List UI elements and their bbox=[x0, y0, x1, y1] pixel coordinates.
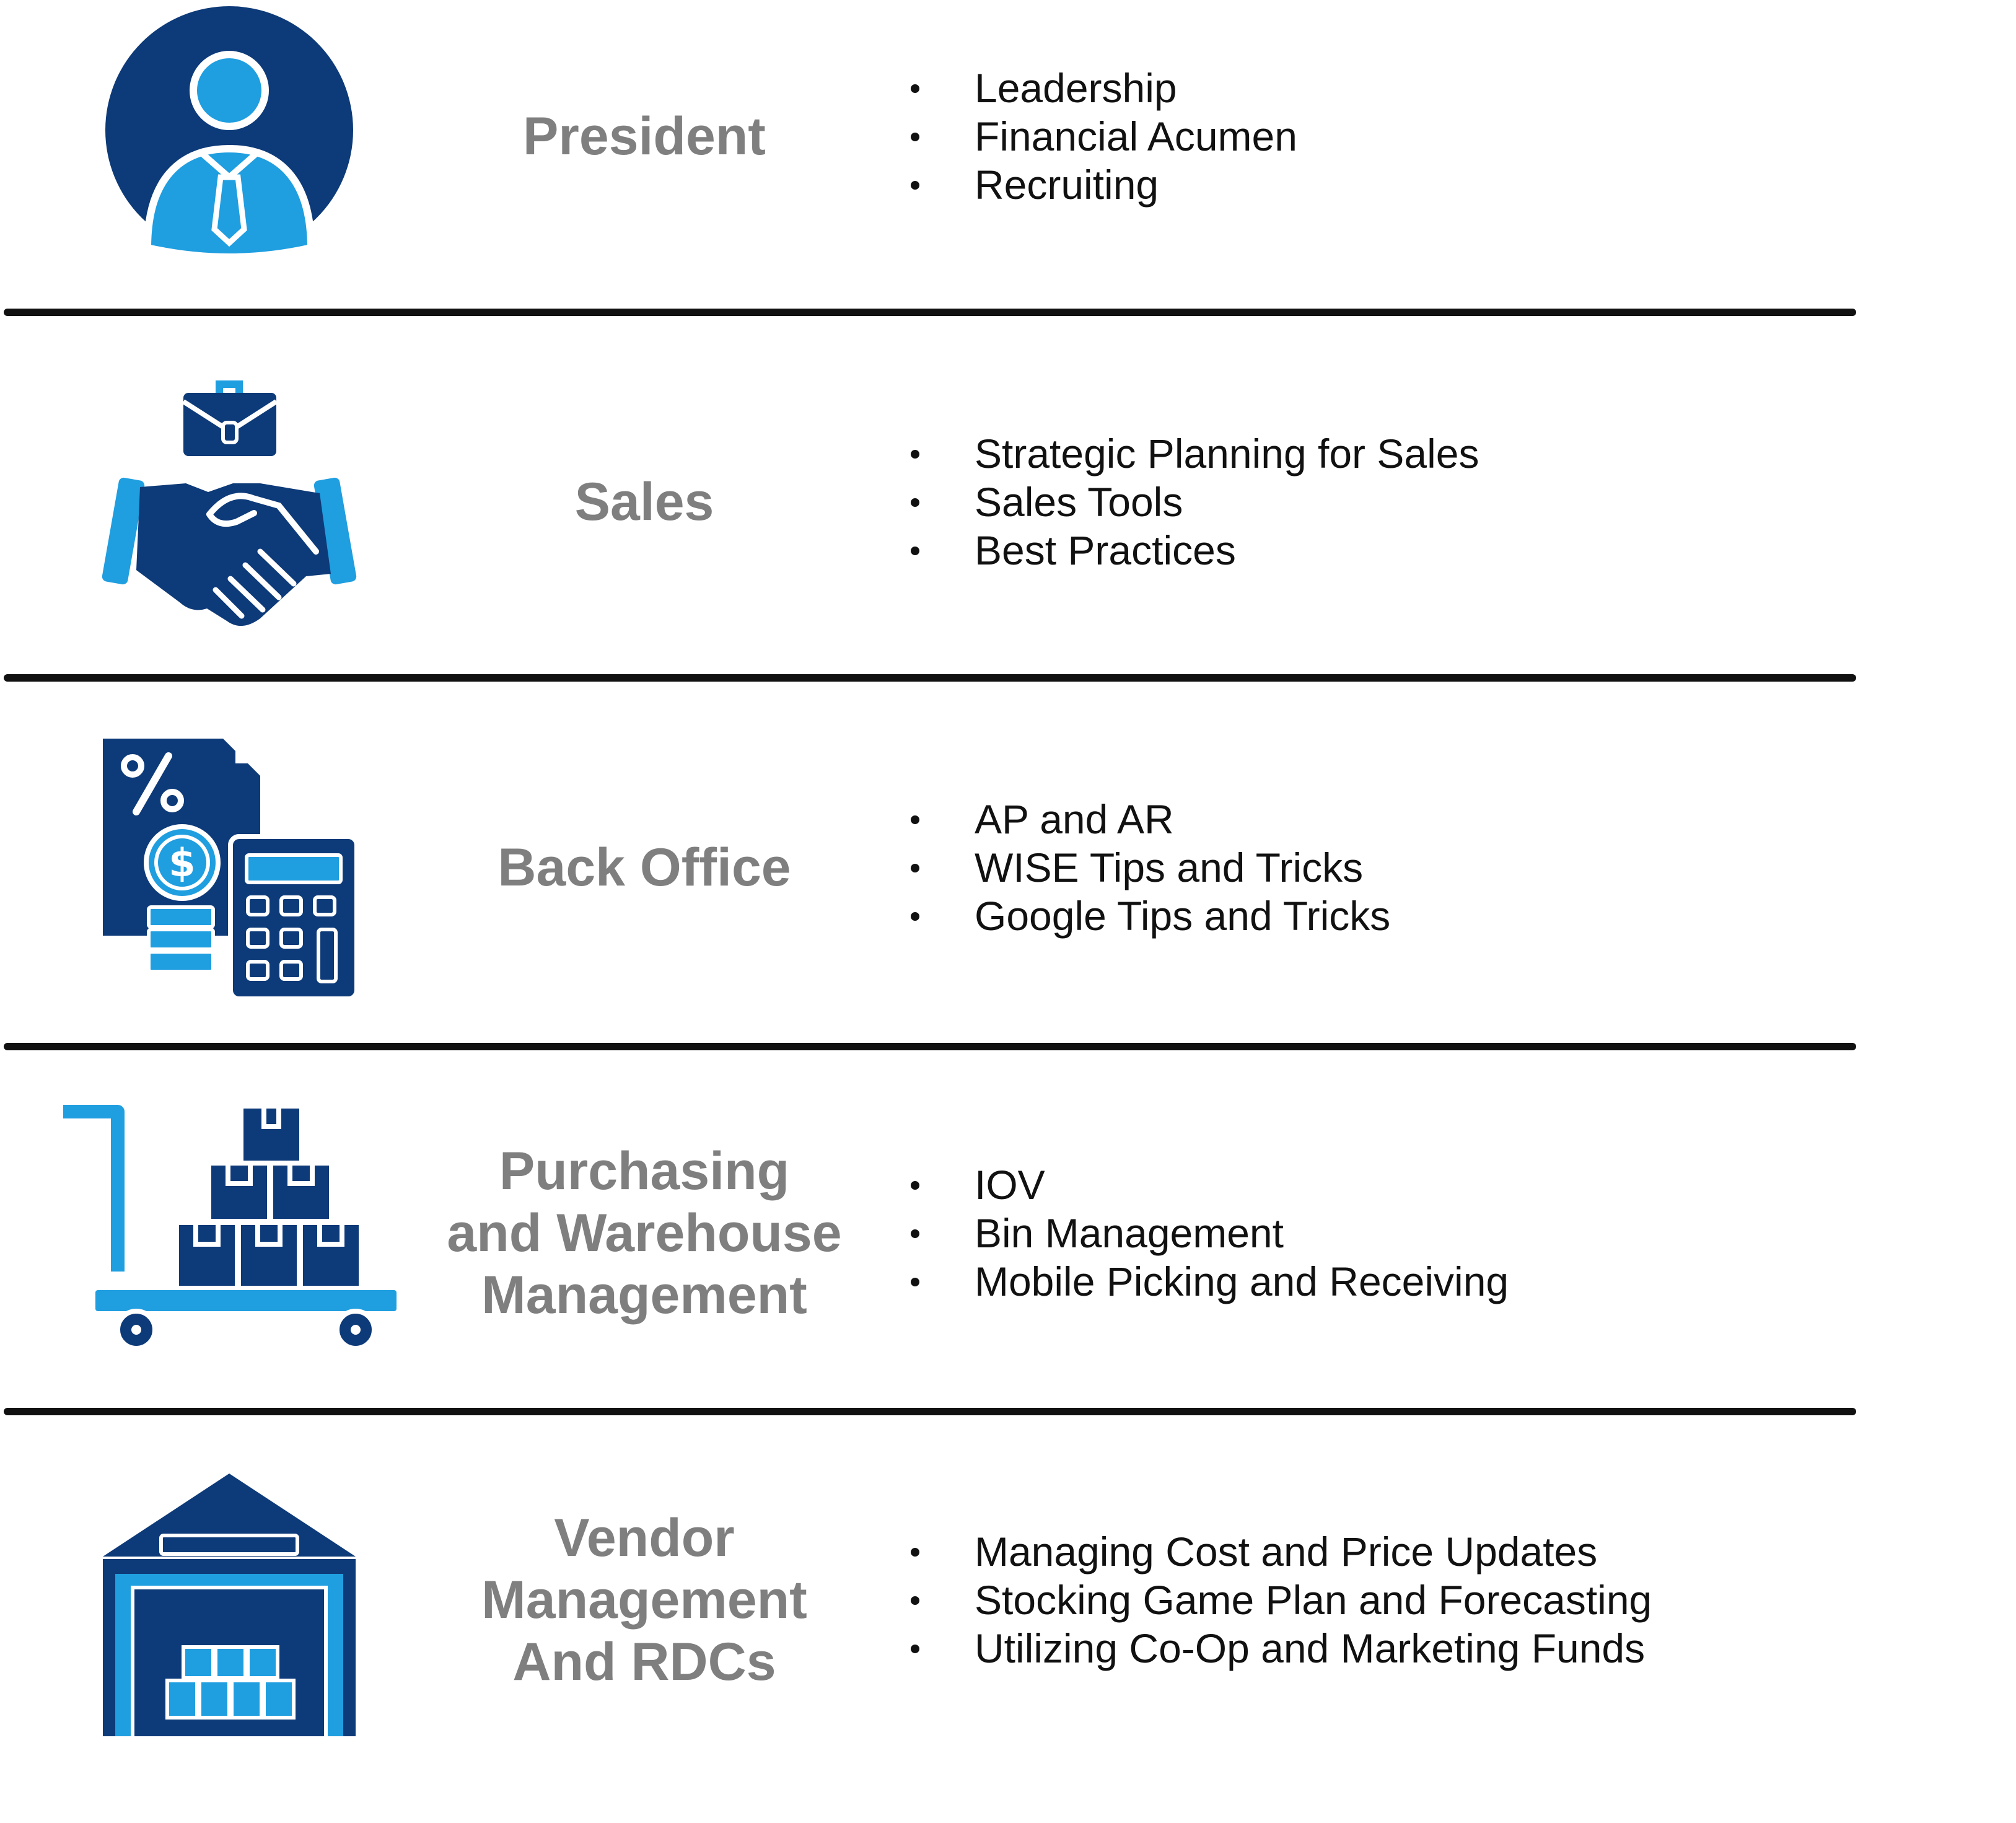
handshake-briefcase-icon bbox=[56, 366, 403, 638]
role-row-purchasing-warehouse: Purchasing and Warehouse Management IOV … bbox=[0, 1097, 2016, 1456]
topic-item: Stocking Game Plan and Forecasting bbox=[895, 1576, 1825, 1624]
topic-item: Sales Tools bbox=[895, 478, 1825, 526]
warehouse-icon bbox=[56, 1464, 403, 1736]
topic-item: AP and AR bbox=[895, 795, 1825, 843]
topic-item: Bin Management bbox=[895, 1209, 1825, 1257]
role-title: Back Office bbox=[397, 731, 892, 1004]
topic-list: AP and AR WISE Tips and Tricks Google Ti… bbox=[895, 731, 1825, 1004]
row-divider bbox=[4, 1043, 1856, 1050]
role-title-line: Sales bbox=[574, 472, 714, 532]
topic-item: Leadership bbox=[895, 64, 1825, 112]
topic-item: Best Practices bbox=[895, 526, 1825, 574]
topic-item: Utilizing Co-Op and Marketing Funds bbox=[895, 1624, 1825, 1672]
invoice-calculator-icon: $ bbox=[56, 731, 403, 1004]
role-title: Vendor Management And RDCs bbox=[397, 1464, 892, 1736]
topic-item: Mobile Picking and Receiving bbox=[895, 1257, 1825, 1306]
role-title-line: Back Office bbox=[497, 838, 791, 897]
role-title: Sales bbox=[397, 366, 892, 638]
row-divider bbox=[4, 1408, 1856, 1415]
row-divider bbox=[4, 309, 1856, 316]
topic-list: Leadership Financial Acumen Recruiting bbox=[895, 0, 1825, 273]
topic-item: Financial Acumen bbox=[895, 112, 1825, 160]
row-divider bbox=[4, 674, 1856, 682]
role-row-back-office: $ Back Office AP and AR WISE Tips and Tr… bbox=[0, 731, 2016, 1091]
topic-item: Recruiting bbox=[895, 160, 1825, 209]
person-with-tie-icon bbox=[56, 0, 403, 273]
topic-item: IOV bbox=[895, 1161, 1825, 1209]
role-title-line: and Warehouse bbox=[447, 1203, 842, 1263]
topic-item: Google Tips and Tricks bbox=[895, 892, 1825, 940]
role-title-line: Management bbox=[481, 1570, 807, 1630]
topic-list: Managing Cost and Price Updates Stocking… bbox=[895, 1464, 1825, 1736]
role-title-line: President bbox=[523, 107, 766, 166]
role-row-president: President Leadership Financial Acumen Re… bbox=[0, 0, 2016, 359]
role-title-line: Management bbox=[481, 1265, 807, 1325]
role-title: Purchasing and Warehouse Management bbox=[397, 1097, 892, 1369]
role-title-line: And RDCs bbox=[512, 1632, 776, 1692]
role-row-sales: Sales Strategic Planning for Sales Sales… bbox=[0, 366, 2016, 725]
topic-list: IOV Bin Management Mobile Picking and Re… bbox=[895, 1097, 1825, 1369]
role-title: President bbox=[397, 0, 892, 273]
role-row-vendor-management: Vendor Management And RDCs Managing Cost… bbox=[0, 1464, 2016, 1823]
hand-truck-boxes-icon bbox=[56, 1097, 403, 1369]
role-title-line: Purchasing bbox=[499, 1141, 790, 1201]
topic-item: Strategic Planning for Sales bbox=[895, 429, 1825, 478]
svg-text:$: $ bbox=[169, 840, 195, 885]
topic-item: Managing Cost and Price Updates bbox=[895, 1527, 1825, 1576]
role-title-line: Vendor bbox=[554, 1508, 735, 1568]
topic-item: WISE Tips and Tricks bbox=[895, 843, 1825, 892]
topic-list: Strategic Planning for Sales Sales Tools… bbox=[895, 366, 1825, 638]
